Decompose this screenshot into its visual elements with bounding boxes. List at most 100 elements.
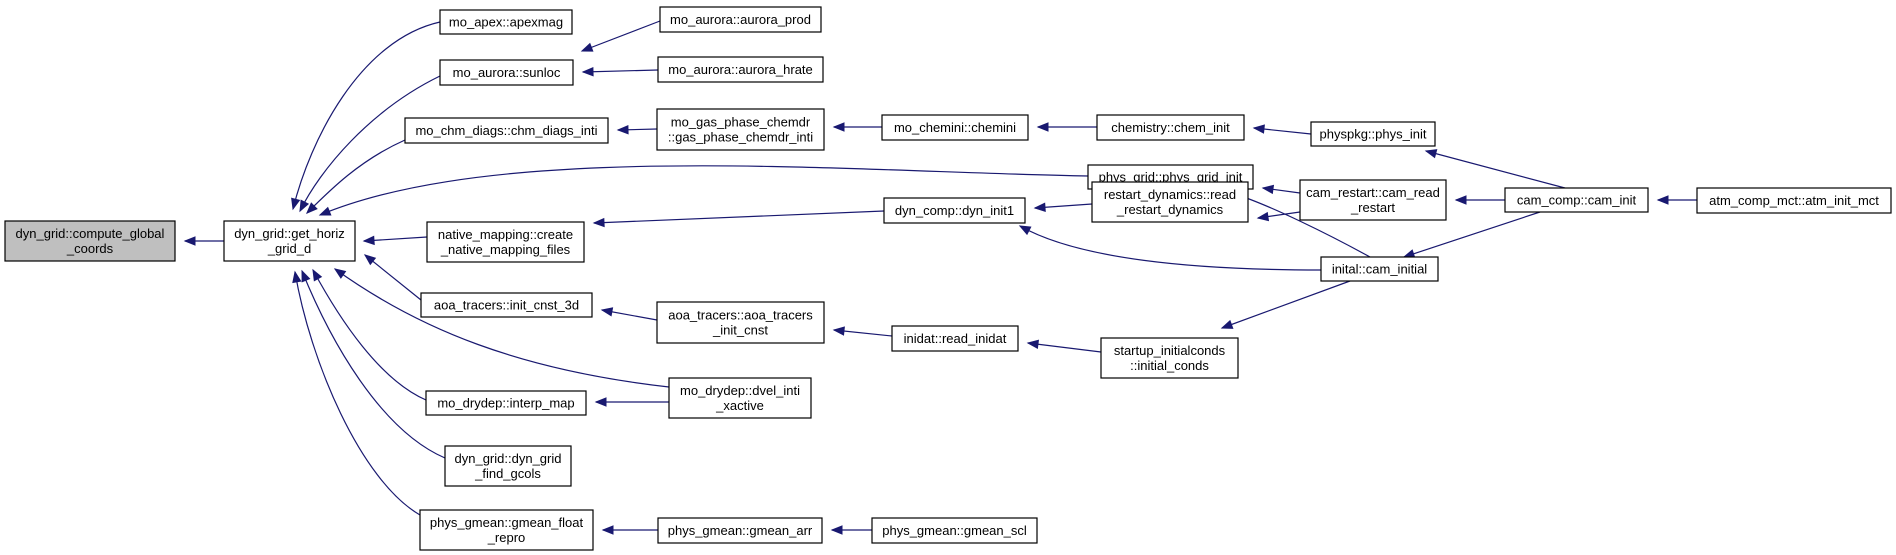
node-label-line: _xactive: [715, 398, 764, 413]
edge-create_native_mapping_files-to-get_horiz_grid_d: [363, 236, 428, 242]
node-label-line: mo_aurora::aurora_hrate: [668, 62, 813, 77]
edge-cam_init-to-phys_init: [1425, 150, 1566, 189]
edge-dvel_inti_xactive-to-get_horiz_grid_d: [334, 268, 670, 388]
edge-gmean_float_repro-to-get_horiz_grid_d: [294, 271, 421, 516]
node-label-line: _restart: [1350, 200, 1395, 215]
node-label-line: aoa_tracers::aoa_tracers: [668, 308, 813, 323]
node-aurora_hrate[interactable]: mo_aurora::aurora_hrate: [657, 56, 824, 83]
node-box: [657, 517, 823, 544]
node-gas_phase_chemdr_inti[interactable]: mo_gas_phase_chemdr::gas_phase_chemdr_in…: [656, 108, 825, 151]
node-label-line: ::gas_phase_chemdr_inti: [668, 130, 813, 145]
node-label-line: mo_gas_phase_chemdr: [671, 115, 811, 130]
node-label-line: inital::cam_initial: [1332, 262, 1427, 277]
node-box: [1100, 337, 1239, 379]
arrowhead-sunloc-to-get_horiz_grid_d: [299, 199, 310, 213]
arrowhead-cam_initial-to-initial_conds: [1220, 319, 1234, 329]
node-box: [881, 114, 1029, 141]
edge-chm_diags_inti-to-get_horiz_grid_d: [306, 139, 406, 214]
arrowhead-aurora_prod-to-sunloc: [580, 42, 594, 52]
node-compute_global_coords[interactable]: dyn_grid::compute_global_coords: [4, 220, 176, 262]
node-chemini[interactable]: mo_chemini::chemini: [881, 114, 1029, 141]
edge-interp_map-to-get_horiz_grid_d: [312, 269, 427, 401]
node-box: [1696, 187, 1892, 214]
node-box: [419, 509, 594, 551]
node-label-line: _coords: [66, 241, 114, 256]
node-apexmag[interactable]: mo_apex::apexmag: [439, 9, 573, 35]
node-label-line: aoa_tracers::init_cnst_3d: [434, 298, 579, 313]
edge-sunloc-to-get_horiz_grid_d: [299, 75, 441, 212]
node-chm_diags_inti[interactable]: mo_chm_diags::chm_diags_inti: [404, 117, 609, 144]
node-label-line: dyn_grid::dyn_grid: [455, 451, 562, 466]
node-phys_init[interactable]: physpkg::phys_init: [1310, 121, 1436, 147]
node-interp_map[interactable]: mo_drydep::interp_map: [425, 390, 587, 416]
node-box: [420, 292, 593, 318]
arrowhead-dvel_inti_xactive-to-interp_map: [594, 397, 607, 407]
node-label-line: native_mapping::create: [438, 227, 573, 242]
node-read_restart_dynamics[interactable]: restart_dynamics::read_restart_dynamics: [1091, 181, 1249, 223]
node-label-line: inidat::read_inidat: [904, 331, 1007, 346]
arrowhead-gmean_float_repro-to-get_horiz_grid_d: [292, 270, 302, 284]
arrowhead-phys_grid_init-to-get_horiz_grid_d: [318, 206, 332, 216]
node-initial_conds[interactable]: startup_initialconds::initial_conds: [1100, 337, 1239, 379]
arrowhead-cam_init-to-cam_read_restart: [1454, 195, 1467, 205]
edge-init_cnst_3d-to-get_horiz_grid_d: [364, 254, 422, 301]
node-get_horiz_grid_d[interactable]: dyn_grid::get_horiz_grid_d: [223, 220, 356, 262]
arrowhead-phys_init-to-chem_init: [1252, 124, 1265, 134]
edge-cam_initial-to-initial_conds: [1221, 280, 1351, 329]
node-box: [426, 221, 585, 263]
node-label-line: _grid_d: [267, 241, 311, 256]
node-box: [656, 108, 825, 151]
arrowhead-read_inidat-to-aoa_tracers_init_cnst: [832, 326, 845, 336]
node-gmean_arr[interactable]: phys_gmean::gmean_arr: [657, 517, 823, 544]
edge-cam_initial-to-dyn_init1: [1019, 225, 1322, 271]
node-box: [668, 377, 812, 419]
node-cam_read_restart[interactable]: cam_restart::cam_read_restart: [1299, 179, 1447, 221]
edge-dyn_grid_find_gcols-to-get_horiz_grid_d: [301, 270, 446, 459]
node-label-line: _restart_dynamics: [1116, 202, 1224, 217]
node-label-line: phys_gmean::gmean_float: [430, 515, 584, 530]
node-chem_init[interactable]: chemistry::chem_init: [1096, 114, 1245, 141]
node-label-line: chemistry::chem_init: [1111, 120, 1230, 135]
arrowhead-interp_map-to-get_horiz_grid_d: [312, 268, 323, 282]
node-label-line: _native_mapping_files: [440, 242, 571, 257]
node-create_native_mapping_files[interactable]: native_mapping::create_native_mapping_fi…: [426, 221, 585, 263]
edge-dyn_init1-to-create_native_mapping_files: [593, 210, 885, 224]
node-cam_initial[interactable]: inital::cam_initial: [1320, 256, 1439, 282]
node-label-line: _find_gcols: [474, 466, 541, 481]
node-label-line: _repro: [487, 530, 526, 545]
node-box: [1096, 114, 1245, 141]
node-gmean_float_repro[interactable]: phys_gmean::gmean_float_repro: [419, 509, 594, 551]
arrowhead-dyn_init1-to-create_native_mapping_files: [592, 217, 605, 228]
arrowhead-chm_diags_inti-to-get_horiz_grid_d: [306, 202, 318, 214]
node-box: [659, 6, 822, 33]
node-read_inidat[interactable]: inidat::read_inidat: [891, 325, 1019, 352]
node-aurora_prod[interactable]: mo_aurora::aurora_prod: [659, 6, 822, 33]
arrowhead-get_horiz_grid_d-to-compute_global_coords: [183, 236, 196, 246]
node-label-line: mo_apex::apexmag: [449, 15, 563, 30]
node-box: [657, 56, 824, 83]
node-box: [425, 390, 587, 416]
node-aoa_tracers_init_cnst[interactable]: aoa_tracers::aoa_tracers_init_cnst: [656, 301, 825, 344]
arrowhead-cam_initial-to-dyn_init1: [1018, 225, 1032, 236]
node-label-line: phys_grid::phys_grid_init: [1099, 170, 1243, 185]
node-dvel_inti_xactive[interactable]: mo_drydep::dvel_inti_xactive: [668, 377, 812, 419]
node-label-line: dyn_comp::dyn_init1: [895, 203, 1014, 218]
node-box: [1091, 181, 1249, 223]
node-atm_init_mct[interactable]: atm_comp_mct::atm_init_mct: [1696, 187, 1892, 214]
node-label-line: startup_initialconds: [1114, 343, 1226, 358]
node-sunloc[interactable]: mo_aurora::sunloc: [439, 59, 574, 86]
arrowhead-apexmag-to-get_horiz_grid_d: [291, 197, 301, 211]
node-cam_init[interactable]: cam_comp::cam_init: [1504, 187, 1649, 213]
node-box: [439, 9, 573, 35]
node-gmean_scl[interactable]: phys_gmean::gmean_scl: [871, 517, 1038, 544]
node-label-line: cam_comp::cam_init: [1517, 193, 1637, 208]
arrowhead-initial_conds-to-read_inidat: [1026, 339, 1040, 349]
node-label-line: phys_gmean::gmean_scl: [882, 523, 1027, 538]
node-box: [871, 517, 1038, 544]
node-label-line: mo_chm_diags::chm_diags_inti: [415, 123, 597, 138]
arrowhead-cam_init-to-phys_init: [1424, 149, 1438, 159]
node-dyn_init1[interactable]: dyn_comp::dyn_init1: [883, 197, 1026, 224]
node-init_cnst_3d[interactable]: aoa_tracers::init_cnst_3d: [420, 292, 593, 318]
arrowhead-dyn_grid_find_gcols-to-get_horiz_grid_d: [301, 269, 311, 283]
node-dyn_grid_find_gcols[interactable]: dyn_grid::dyn_grid_find_gcols: [444, 445, 572, 487]
